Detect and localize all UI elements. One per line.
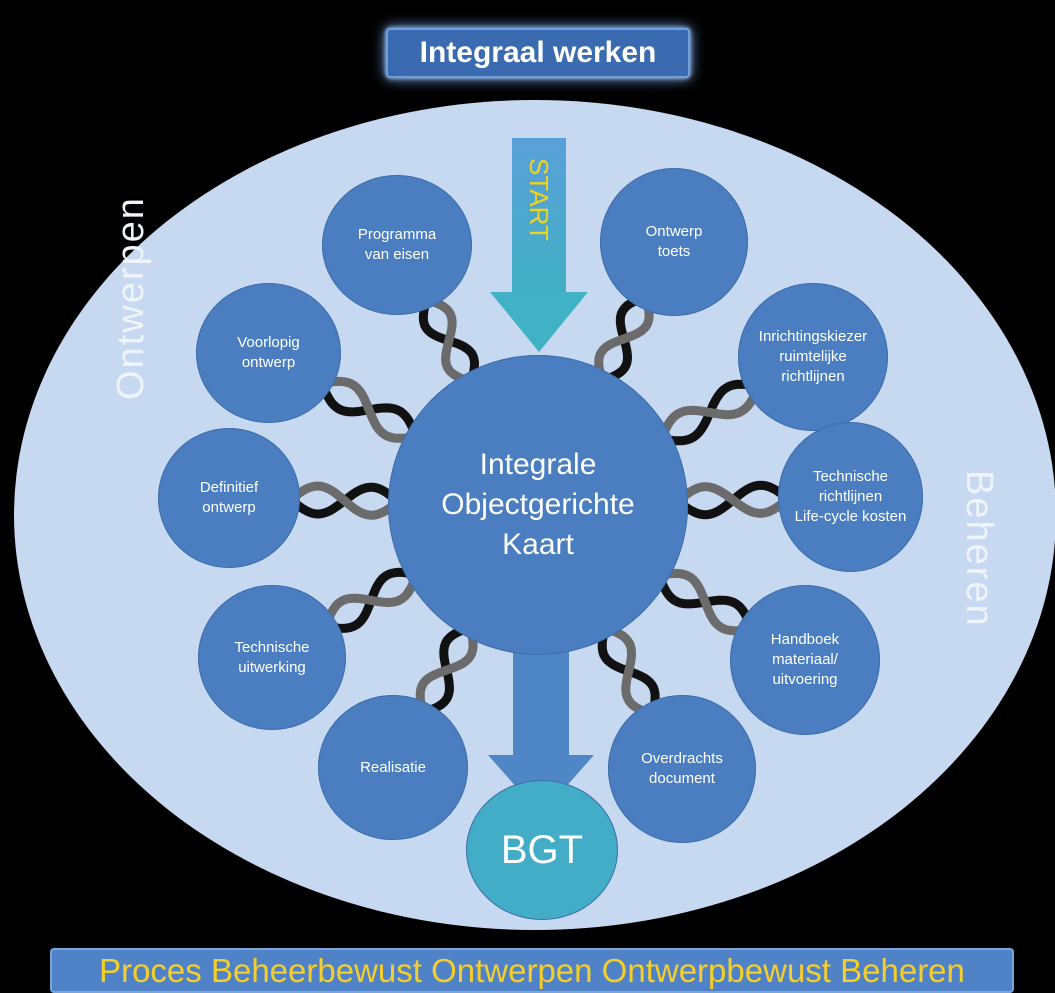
center-node: Integrale Objectgerichte Kaart [388, 355, 688, 655]
helix-strand [673, 482, 793, 518]
bgt-node: BGT [466, 780, 618, 920]
node-definitief-ontwerp: Definitief ontwerp [158, 428, 300, 568]
node-inrichtingskiezer: Inrichtingskiezer ruimtelijke richtlijne… [738, 283, 888, 431]
node-realisatie: Realisatie [318, 695, 468, 840]
helix-strand [286, 481, 403, 520]
node-programma-van-eisen: Programma van eisen [322, 175, 472, 315]
helix-strand [600, 623, 657, 720]
helix-strand [422, 295, 476, 387]
start-label: START [524, 158, 554, 241]
start-arrow [490, 138, 588, 352]
node-technische-uitwerking: Technische uitwerking [198, 585, 346, 730]
node-ontwerp-toets: Ontwerp toets [600, 168, 748, 316]
helix-strand [415, 623, 478, 718]
node-handboek: Handboek materiaal/ uitvoering [730, 585, 880, 735]
helix-strand [654, 568, 756, 636]
node-voorlopig-ontwerp: Voorlopig ontwerp [196, 283, 341, 423]
helix-strand [321, 570, 421, 631]
node-overdrachts-document: Overdrachts document [608, 695, 756, 843]
title-banner: Integraal werken [386, 28, 690, 78]
helix-strand [594, 292, 654, 386]
helix-strand [656, 381, 763, 444]
left-side-label: Ontwerpen [110, 196, 152, 400]
right-side-label: Beheren [958, 470, 1000, 628]
bottom-banner: Proces Beheerbewust Ontwerpen Ontwerpbew… [50, 948, 1014, 993]
node-technische-richtlijnen: Technische richtlijnen Life-cycle kosten [778, 422, 923, 572]
helix-strand [317, 376, 421, 443]
